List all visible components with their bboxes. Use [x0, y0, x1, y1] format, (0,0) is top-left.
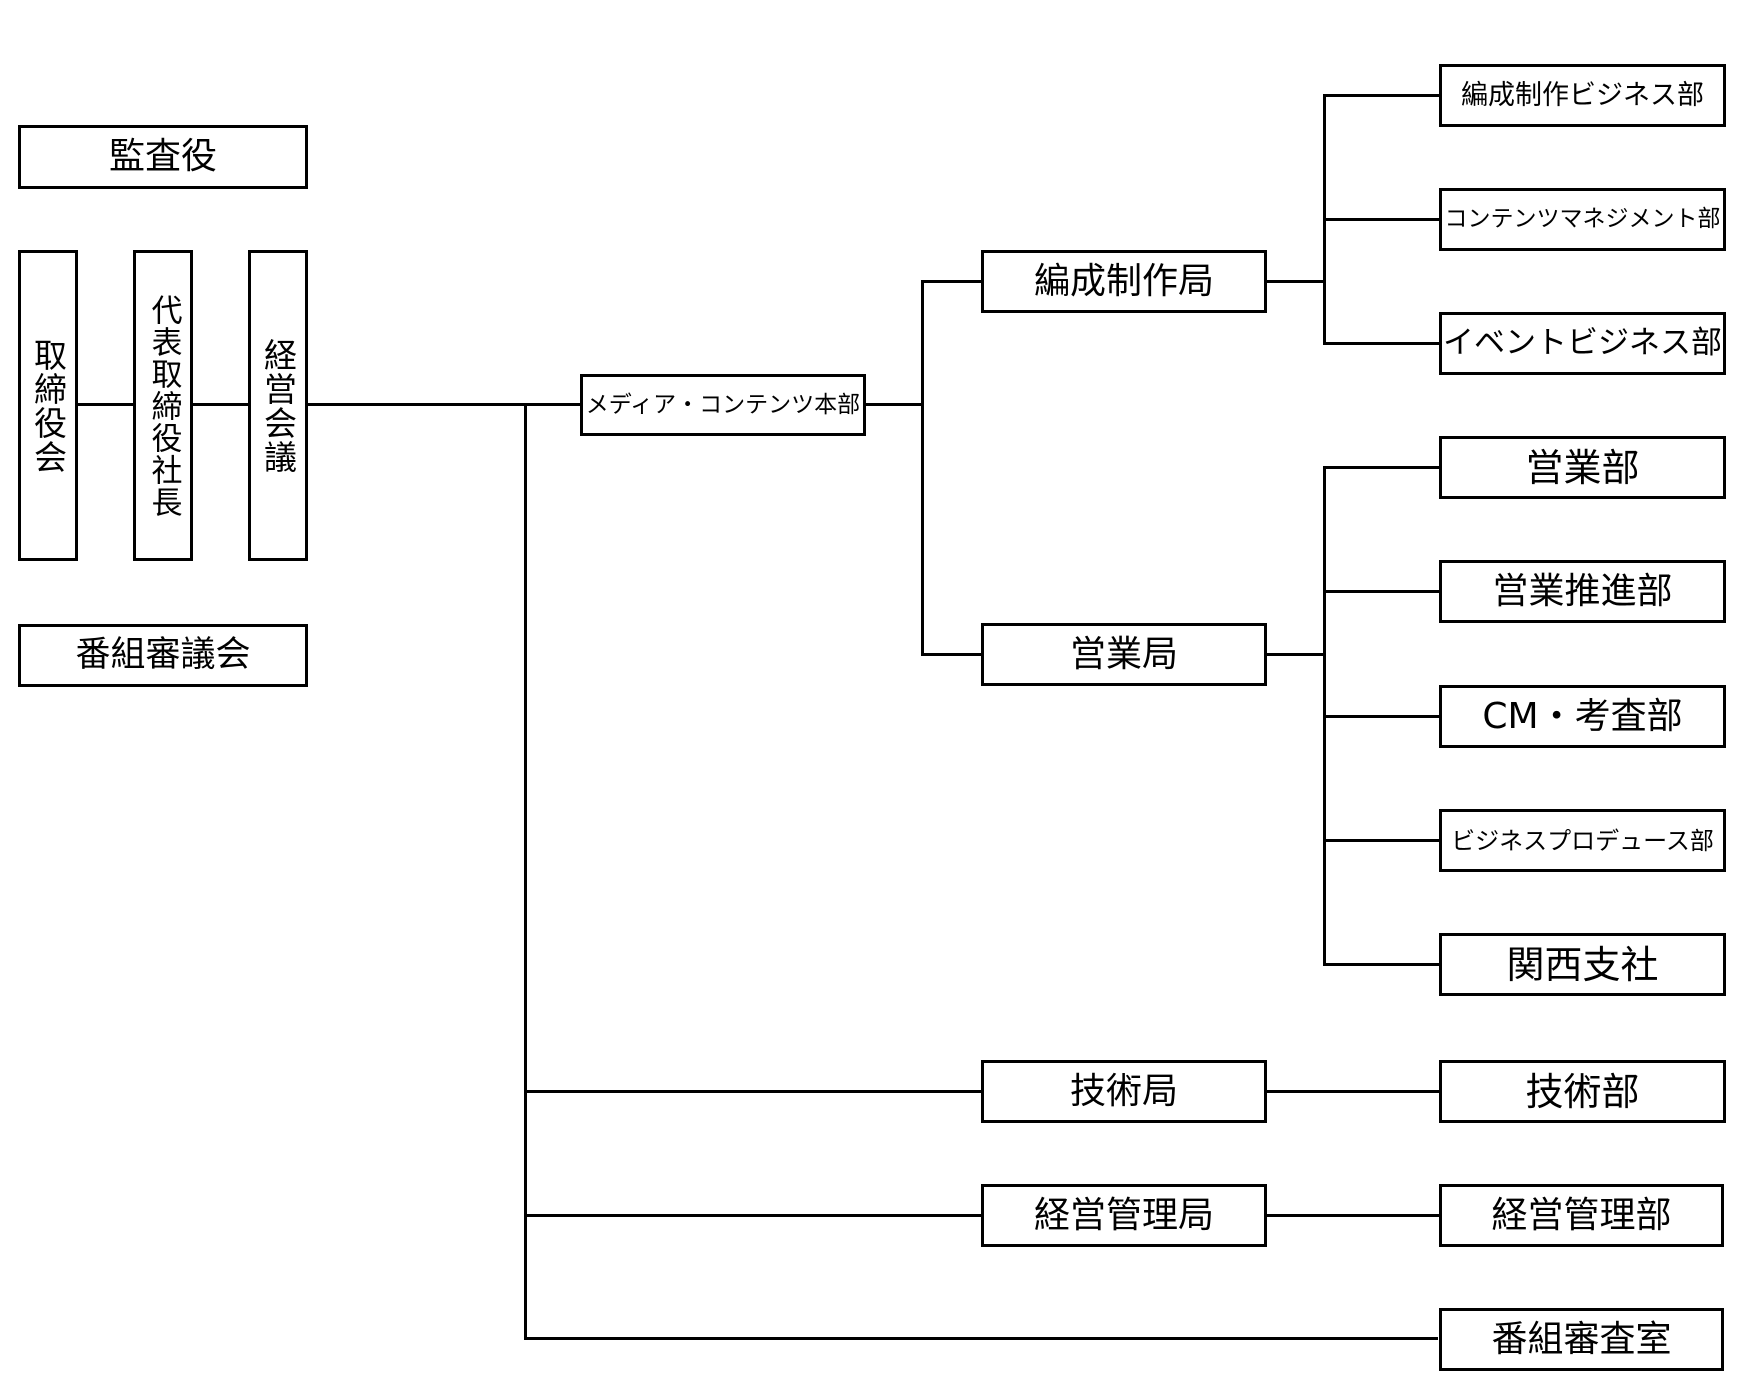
technology-dept-box: 技術部 — [1439, 1060, 1726, 1123]
connector-programming-to-branch — [1267, 280, 1325, 283]
connector-to-cm-review-dept — [1323, 715, 1439, 718]
management-admin-dept-label: 経営管理部 — [1491, 1194, 1672, 1236]
program-council-box: 番組審議会 — [18, 624, 308, 687]
president-box: 代表取締役社長 — [133, 250, 193, 561]
connector-to-sales-dept — [1323, 466, 1439, 469]
auditor-box: 監査役 — [18, 125, 308, 189]
sales-dept-label: 営業部 — [1525, 445, 1640, 490]
program-council-label: 番組審議会 — [75, 635, 251, 675]
event-business-dept-box: イベントビジネス部 — [1439, 312, 1726, 375]
connector-management-admin-to-dept — [1267, 1214, 1439, 1217]
branch-line-bureaus — [921, 280, 924, 655]
technology-bureau-box: 技術局 — [981, 1060, 1267, 1123]
connector-to-sales-promotion-dept — [1323, 590, 1439, 593]
connector-to-programming-business-dept — [1323, 94, 1439, 97]
management-meeting-box: 経営会議 — [248, 250, 308, 561]
connector-technology-to-dept — [1267, 1090, 1439, 1093]
board-of-directors-label: 取締役会 — [28, 337, 68, 474]
sales-bureau-box: 営業局 — [981, 623, 1267, 686]
connector-president-meeting — [193, 403, 248, 406]
connector-to-programming-bureau — [921, 280, 981, 283]
programming-business-dept-box: 編成制作ビジネス部 — [1439, 64, 1726, 127]
program-review-office-label: 番組審査室 — [1491, 1318, 1672, 1360]
connector-board-president — [78, 403, 133, 406]
president-label: 代表取締役社長 — [145, 293, 182, 518]
connector-to-sales-bureau — [921, 653, 981, 656]
technology-dept-label: 技術部 — [1525, 1069, 1640, 1114]
media-contents-division-label: メディア・コンテンツ本部 — [585, 391, 861, 418]
cm-review-dept-box: CM・考査部 — [1439, 685, 1726, 748]
sales-bureau-label: 営業局 — [1069, 633, 1178, 675]
kansai-branch-label: 関西支社 — [1506, 942, 1659, 987]
technology-bureau-label: 技術局 — [1069, 1070, 1178, 1112]
media-contents-division-box: メディア・コンテンツ本部 — [580, 374, 866, 436]
event-business-dept-label: イベントビジネス部 — [1443, 325, 1722, 361]
programming-production-bureau-label: 編成制作局 — [1033, 260, 1214, 302]
trunk-line-main — [524, 403, 527, 1338]
programming-production-bureau-box: 編成制作局 — [981, 250, 1267, 313]
auditor-label: 監査役 — [108, 136, 217, 177]
connector-meeting-main — [308, 403, 580, 406]
contents-management-dept-box: コンテンツマネジメント部 — [1439, 188, 1726, 251]
management-meeting-label: 経営会議 — [258, 337, 298, 474]
connector-sales-to-branch — [1267, 653, 1325, 656]
connector-to-program-review-office — [524, 1337, 1438, 1340]
connector-main-to-branch — [866, 403, 922, 406]
sales-promotion-dept-box: 営業推進部 — [1439, 560, 1726, 623]
management-admin-bureau-label: 経営管理局 — [1033, 1194, 1214, 1236]
board-of-directors-box: 取締役会 — [18, 250, 78, 561]
kansai-branch-box: 関西支社 — [1439, 933, 1726, 996]
programming-business-dept-label: 編成制作ビジネス部 — [1461, 80, 1704, 111]
connector-to-business-produce-dept — [1323, 839, 1439, 842]
contents-management-dept-label: コンテンツマネジメント部 — [1444, 206, 1721, 232]
program-review-office-box: 番組審査室 — [1439, 1308, 1724, 1371]
business-produce-dept-label: ビジネスプロデュース部 — [1451, 826, 1714, 855]
management-admin-bureau-box: 経営管理局 — [981, 1184, 1267, 1247]
connector-to-technology-bureau — [524, 1090, 981, 1093]
connector-to-management-admin-bureau — [524, 1214, 981, 1217]
sales-promotion-dept-label: 営業推進部 — [1492, 570, 1673, 612]
sales-dept-box: 営業部 — [1439, 436, 1726, 499]
connector-to-kansai-branch — [1323, 963, 1439, 966]
management-admin-dept-box: 経営管理部 — [1439, 1184, 1724, 1247]
connector-to-contents-management-dept — [1323, 218, 1439, 221]
cm-review-dept-label: CM・考査部 — [1482, 695, 1683, 737]
business-produce-dept-box: ビジネスプロデュース部 — [1439, 809, 1726, 872]
connector-to-event-business-dept — [1323, 342, 1439, 345]
